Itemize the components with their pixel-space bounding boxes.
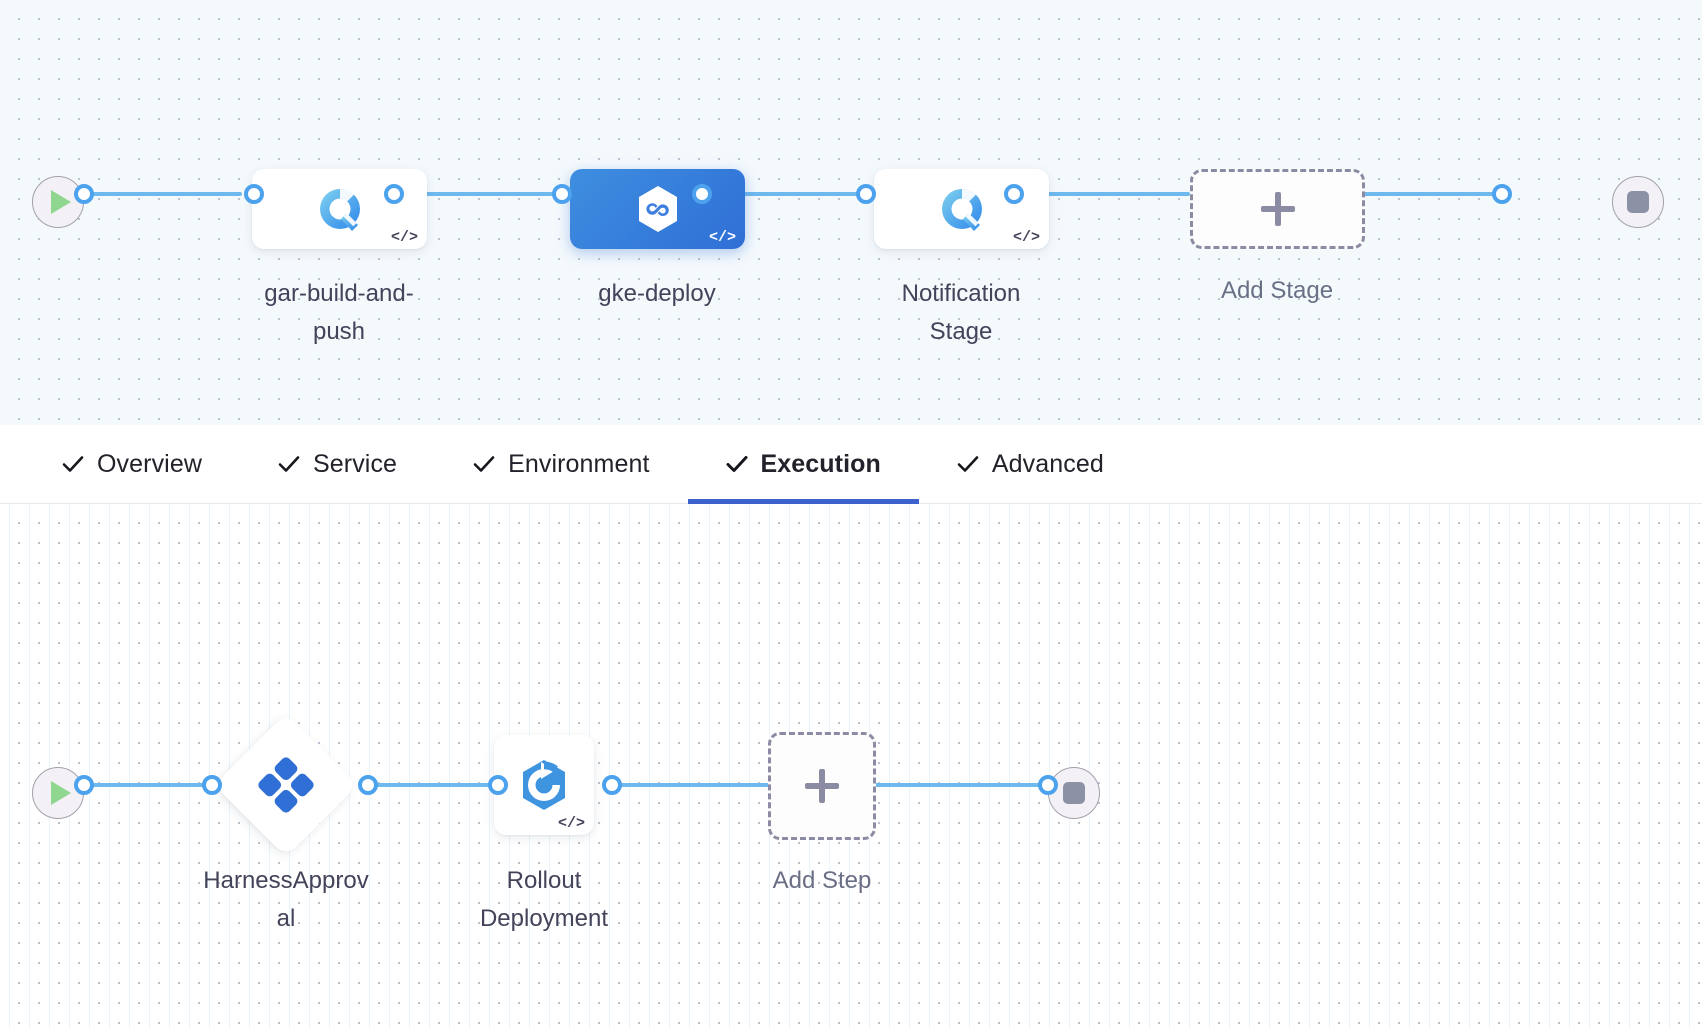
play-icon bbox=[51, 781, 71, 805]
execution-start-node[interactable] bbox=[32, 767, 84, 819]
tab-label: Advanced bbox=[991, 449, 1104, 478]
check-icon bbox=[473, 453, 495, 475]
add-step-button[interactable] bbox=[768, 732, 876, 840]
port-gar-in[interactable] bbox=[244, 184, 264, 204]
plus-icon bbox=[805, 769, 839, 803]
step-node-harness-approval[interactable] bbox=[213, 712, 359, 858]
stage-node-notification-stage[interactable]: </> bbox=[874, 169, 1049, 249]
edge-rollout-to-add-step bbox=[610, 783, 782, 787]
add-stage-label: Add Stage bbox=[1220, 277, 1334, 304]
tab-label: Overview bbox=[97, 449, 202, 478]
tab-label: Environment bbox=[508, 449, 650, 478]
execution-end-node[interactable] bbox=[1048, 767, 1100, 819]
port-exec-start-out[interactable] bbox=[74, 775, 94, 795]
k8s-rollout-icon bbox=[515, 756, 573, 814]
step-label-rollout-deployment: Rollout Deployment bbox=[479, 867, 609, 932]
port-exec-end-in[interactable] bbox=[1038, 775, 1058, 795]
tab-label: Execution bbox=[760, 449, 881, 478]
deployment-stage-icon bbox=[938, 185, 986, 233]
port-notification-in[interactable] bbox=[856, 184, 876, 204]
step-node-rollout-deployment[interactable]: </> bbox=[494, 735, 594, 835]
port-start-out[interactable] bbox=[74, 184, 94, 204]
tab-execution[interactable]: Execution bbox=[687, 425, 920, 504]
code-badge[interactable]: </> bbox=[708, 229, 736, 246]
edge-gar-to-gke bbox=[392, 192, 560, 196]
stop-icon bbox=[1627, 191, 1649, 213]
edge-add-step-to-exec-end bbox=[874, 783, 1046, 787]
harness-hexagon-infinity-icon bbox=[632, 183, 684, 235]
step-label-harness-approval: HarnessApprov al bbox=[203, 867, 369, 932]
port-approval-in[interactable] bbox=[202, 775, 222, 795]
code-badge[interactable]: </> bbox=[390, 229, 418, 246]
pipeline-start-node[interactable] bbox=[32, 176, 84, 228]
deployment-stage-icon bbox=[316, 185, 364, 233]
execution-graph-canvas[interactable]: HarnessApprov al </> Rollout Deployment … bbox=[0, 504, 1702, 1028]
stage-label-gke-deploy: gke-deploy bbox=[598, 280, 716, 307]
edge-approval-to-rollout bbox=[366, 783, 506, 787]
port-end-in[interactable] bbox=[1492, 184, 1512, 204]
stage-label-notification-stage: Notification Stage bbox=[901, 280, 1021, 345]
tab-environment[interactable]: Environment bbox=[435, 425, 687, 504]
add-stage-button[interactable] bbox=[1190, 169, 1365, 249]
port-gar-out[interactable] bbox=[384, 184, 404, 204]
harness-approval-icon bbox=[258, 757, 314, 813]
port-gke-out[interactable] bbox=[692, 184, 712, 204]
code-badge[interactable]: </> bbox=[1012, 229, 1040, 246]
tab-label: Service bbox=[313, 449, 398, 478]
check-icon bbox=[726, 453, 748, 475]
stage-node-gar-build-and-push[interactable]: </> bbox=[252, 169, 427, 249]
add-step-label: Add Step bbox=[772, 867, 872, 894]
edge-add-to-end bbox=[1332, 192, 1500, 196]
check-icon bbox=[957, 453, 979, 475]
stage-node-gke-deploy[interactable]: </> bbox=[570, 169, 745, 249]
port-gke-in[interactable] bbox=[552, 184, 572, 204]
plus-icon bbox=[1260, 192, 1295, 226]
edge-notification-to-add bbox=[1012, 192, 1190, 196]
port-notification-out[interactable] bbox=[1004, 184, 1024, 204]
edge-gke-to-notification bbox=[700, 192, 866, 196]
stage-graph-canvas[interactable]: </> gar-build-and- push </> gke-deploy bbox=[0, 0, 1702, 425]
tab-service[interactable]: Service bbox=[240, 425, 435, 504]
stage-label-gar-build-and-push: gar-build-and- push bbox=[264, 280, 414, 345]
port-rollout-in[interactable] bbox=[488, 775, 508, 795]
tab-overview[interactable]: Overview bbox=[24, 425, 240, 504]
check-icon bbox=[62, 453, 84, 475]
port-rollout-out[interactable] bbox=[602, 775, 622, 795]
play-icon bbox=[51, 190, 71, 214]
stop-icon bbox=[1063, 782, 1085, 804]
tab-advanced[interactable]: Advanced bbox=[919, 425, 1142, 504]
stage-config-tabs: Overview Service Environment Execution A bbox=[0, 425, 1702, 504]
pipeline-end-node[interactable] bbox=[1612, 176, 1664, 228]
edge-start-to-gar bbox=[82, 192, 242, 196]
edge-exec-start-to-approval bbox=[82, 783, 230, 787]
port-approval-out[interactable] bbox=[358, 775, 378, 795]
code-badge[interactable]: </> bbox=[557, 815, 585, 832]
check-icon bbox=[278, 453, 300, 475]
